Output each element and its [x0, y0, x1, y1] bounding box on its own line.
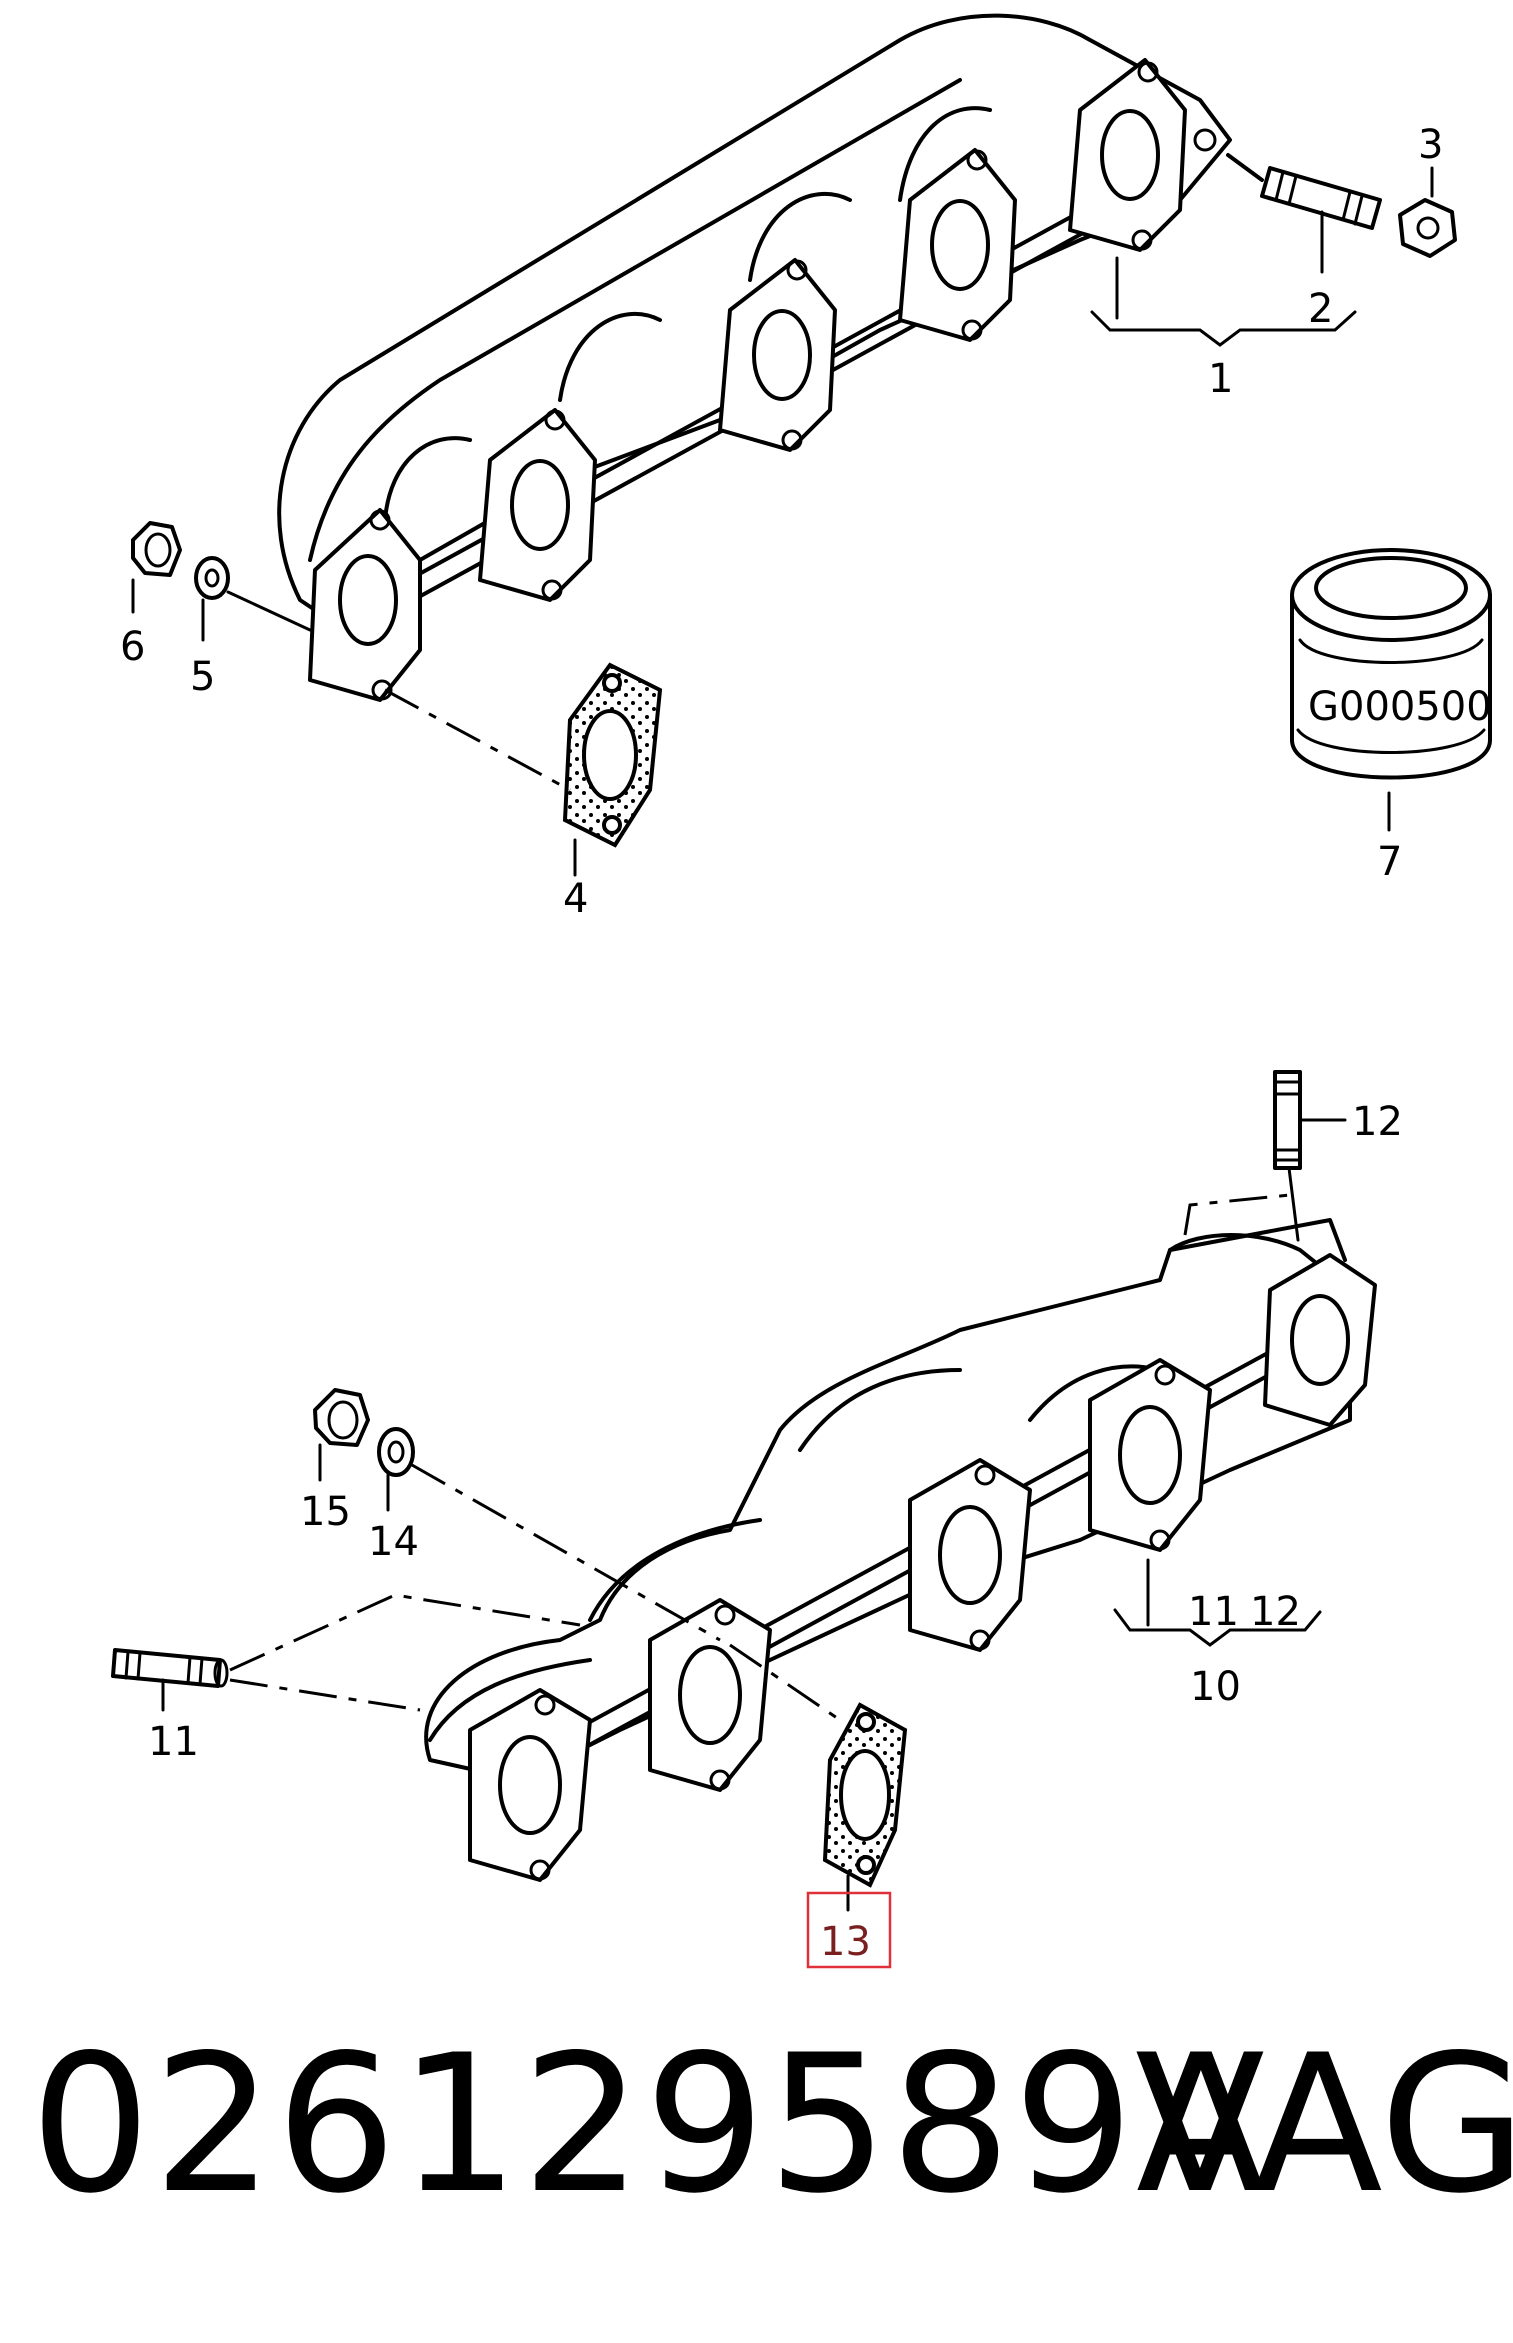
callout-12-bracket: 12	[1250, 1589, 1301, 1635]
upper-leaders	[131, 166, 1434, 877]
callout-15: 15	[300, 1489, 351, 1535]
callout-7: 7	[1377, 839, 1402, 885]
stud-bolt	[1183, 1070, 1347, 1242]
callout-11-bracket: 11	[1188, 1589, 1239, 1635]
hex-nut	[1398, 198, 1457, 258]
callout-2: 2	[1308, 286, 1333, 332]
lower-exhaust-manifold	[424, 1218, 1377, 1882]
stud-bolt	[1226, 153, 1382, 230]
callout-13: 13	[820, 1919, 871, 1965]
callout-14: 14	[368, 1519, 419, 1565]
callout-5: 5	[190, 654, 215, 700]
callout-4: 4	[563, 876, 588, 922]
callout-10: 10	[1190, 1664, 1241, 1710]
brand-name: VAG	[1135, 2014, 1513, 2235]
stud-bolt	[111, 1593, 581, 1712]
callout-3: 3	[1418, 122, 1443, 168]
washer	[377, 1427, 721, 1642]
gasket-kit-can: G000500	[1290, 548, 1492, 780]
manifold-gasket	[384, 662, 663, 848]
hex-nut	[313, 1388, 370, 1482]
kit-label: G000500	[1308, 684, 1492, 730]
hex-nut	[131, 521, 182, 577]
callout-1: 1	[1208, 356, 1233, 402]
callout-6: 6	[120, 624, 145, 670]
manifold-gasket	[729, 1643, 908, 1888]
part-number: 026129589A	[30, 2014, 1268, 2235]
callout-12-stud: 12	[1352, 1099, 1403, 1145]
callouts: 1 2 3 4 5 6 7 10 11 11 12 12 13 14 15	[120, 122, 1443, 1965]
highlight-box	[806, 1891, 892, 1969]
callout-11-stud: 11	[148, 1719, 199, 1765]
washer	[194, 556, 312, 632]
upper-exhaust-manifold	[277, 13, 1232, 702]
